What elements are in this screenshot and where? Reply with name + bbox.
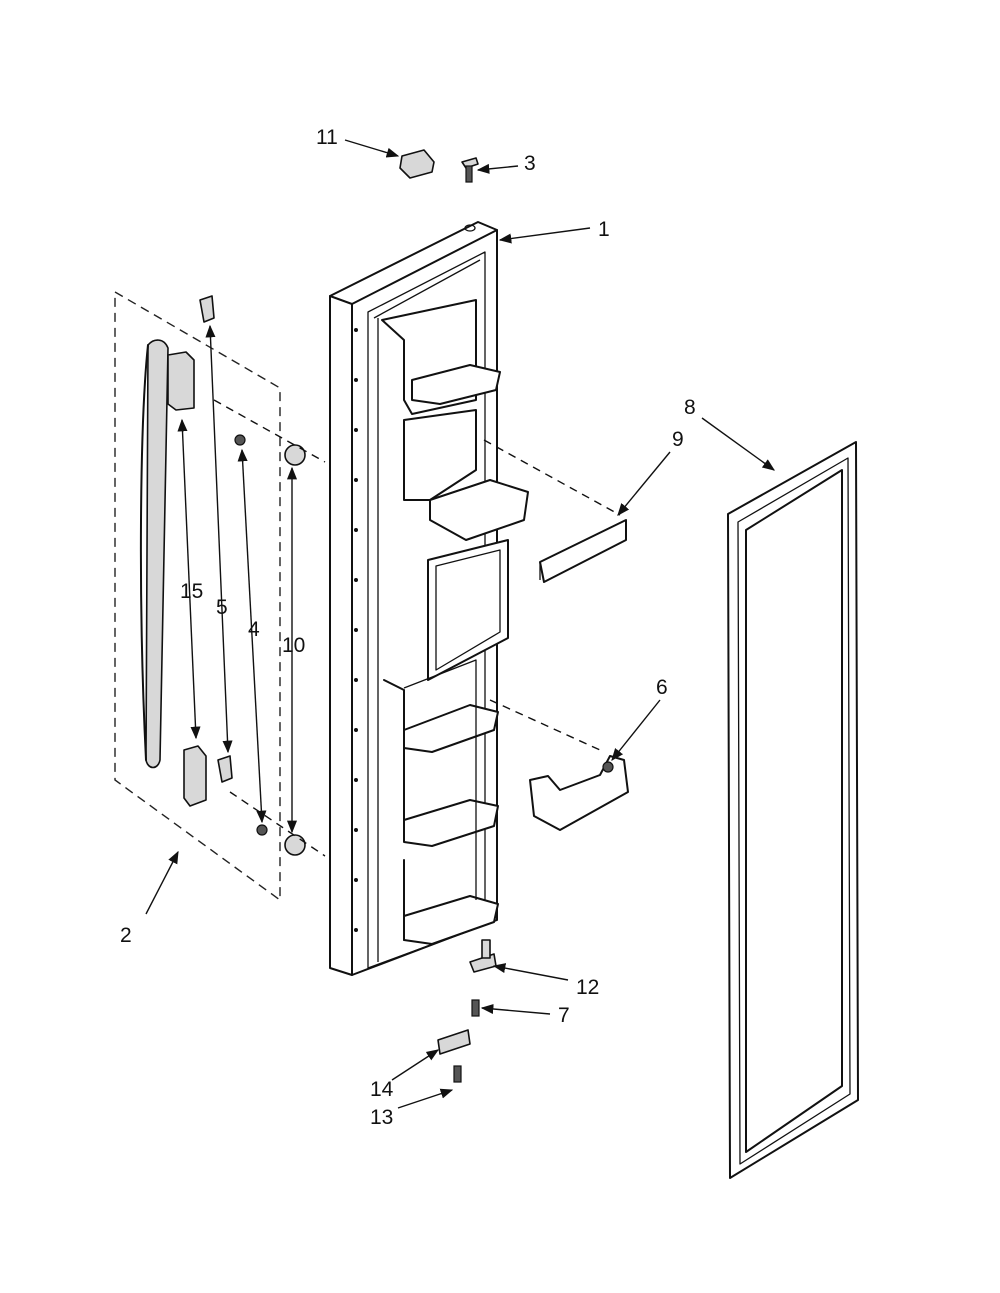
callout-11: 11 [316,126,338,149]
door-assembly [329,221,529,976]
assembly-arrows [177,324,621,857]
callout-1: 1 [598,218,610,241]
callout-labels: 1 2 3 4 5 6 7 8 9 10 11 12 13 14 15 [120,126,696,1129]
handle-assembly [114,290,306,902]
callout-2: 2 [120,924,132,947]
door-gasket [727,441,859,1179]
small-parts [399,149,497,1083]
door-edge-holes [354,328,358,932]
callout-3: 3 [524,152,536,175]
door-bin [529,755,629,831]
callout-7: 7 [558,1004,570,1027]
callout-13: 13 [370,1106,393,1129]
callout-8: 8 [684,396,696,419]
callout-15: 15 [180,580,203,603]
trim-strip [539,519,627,583]
callout-12: 12 [576,976,599,999]
callout-5: 5 [216,596,228,619]
callout-14: 14 [370,1078,394,1101]
callout-9: 9 [672,428,684,451]
callout-leaders [145,139,776,1109]
callout-4: 4 [248,618,260,641]
callout-6: 6 [656,676,668,699]
callout-10: 10 [282,634,305,657]
